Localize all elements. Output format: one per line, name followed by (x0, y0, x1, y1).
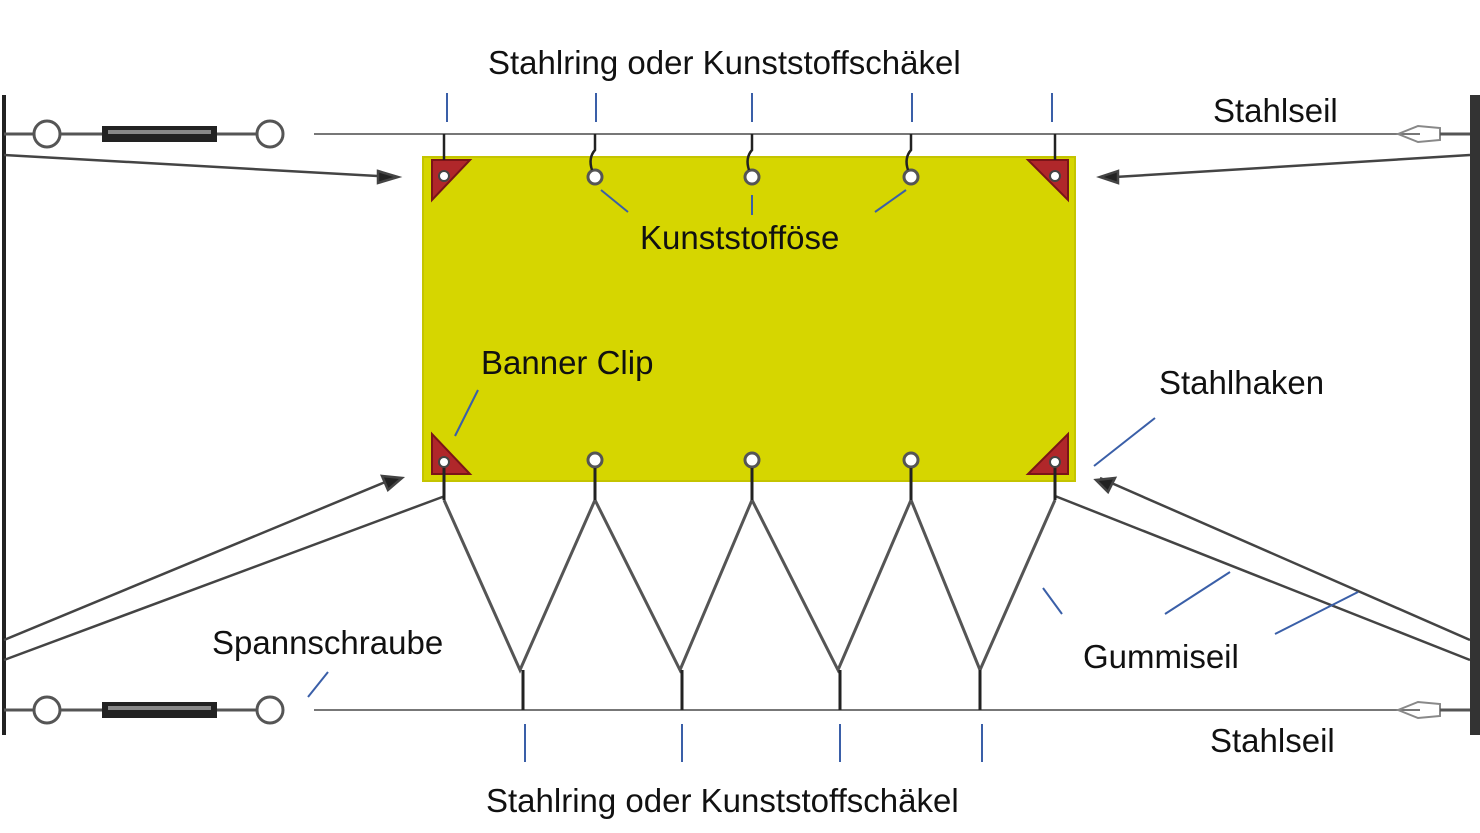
bottom-steel-cable-label: Stahlseil (1210, 722, 1335, 759)
banner (422, 156, 1076, 482)
top-steel-cable-label: Stahlseil (1213, 92, 1338, 129)
plastic-eyelet-label: Kunststofföse (640, 219, 840, 256)
bungee-cord-label: Gummiseil (1083, 638, 1239, 675)
turnbuckle-label: Spannschraube (212, 624, 444, 661)
leader-lines (307, 93, 1359, 762)
top-rings (442, 134, 1057, 171)
top-ring-label: Stahlring oder Kunststoffschäkel (488, 44, 961, 81)
top-steel-cable (4, 119, 1470, 149)
clip-holes (438, 170, 1061, 468)
bungee-cord (442, 496, 1057, 674)
bottom-ring-label: Stahlring oder Kunststoffschäkel (486, 782, 959, 819)
top-corner-lines (3, 153, 1471, 185)
bottom-hooks (442, 468, 1057, 710)
plastic-eyelets (586, 168, 920, 469)
banner-clip-label: Banner Clip (481, 344, 654, 381)
steel-hook-label: Stahlhaken (1159, 364, 1325, 401)
bottom-corner-lines (3, 474, 1471, 662)
bottom-steel-cable (4, 695, 1470, 725)
right-post (1470, 95, 1480, 735)
